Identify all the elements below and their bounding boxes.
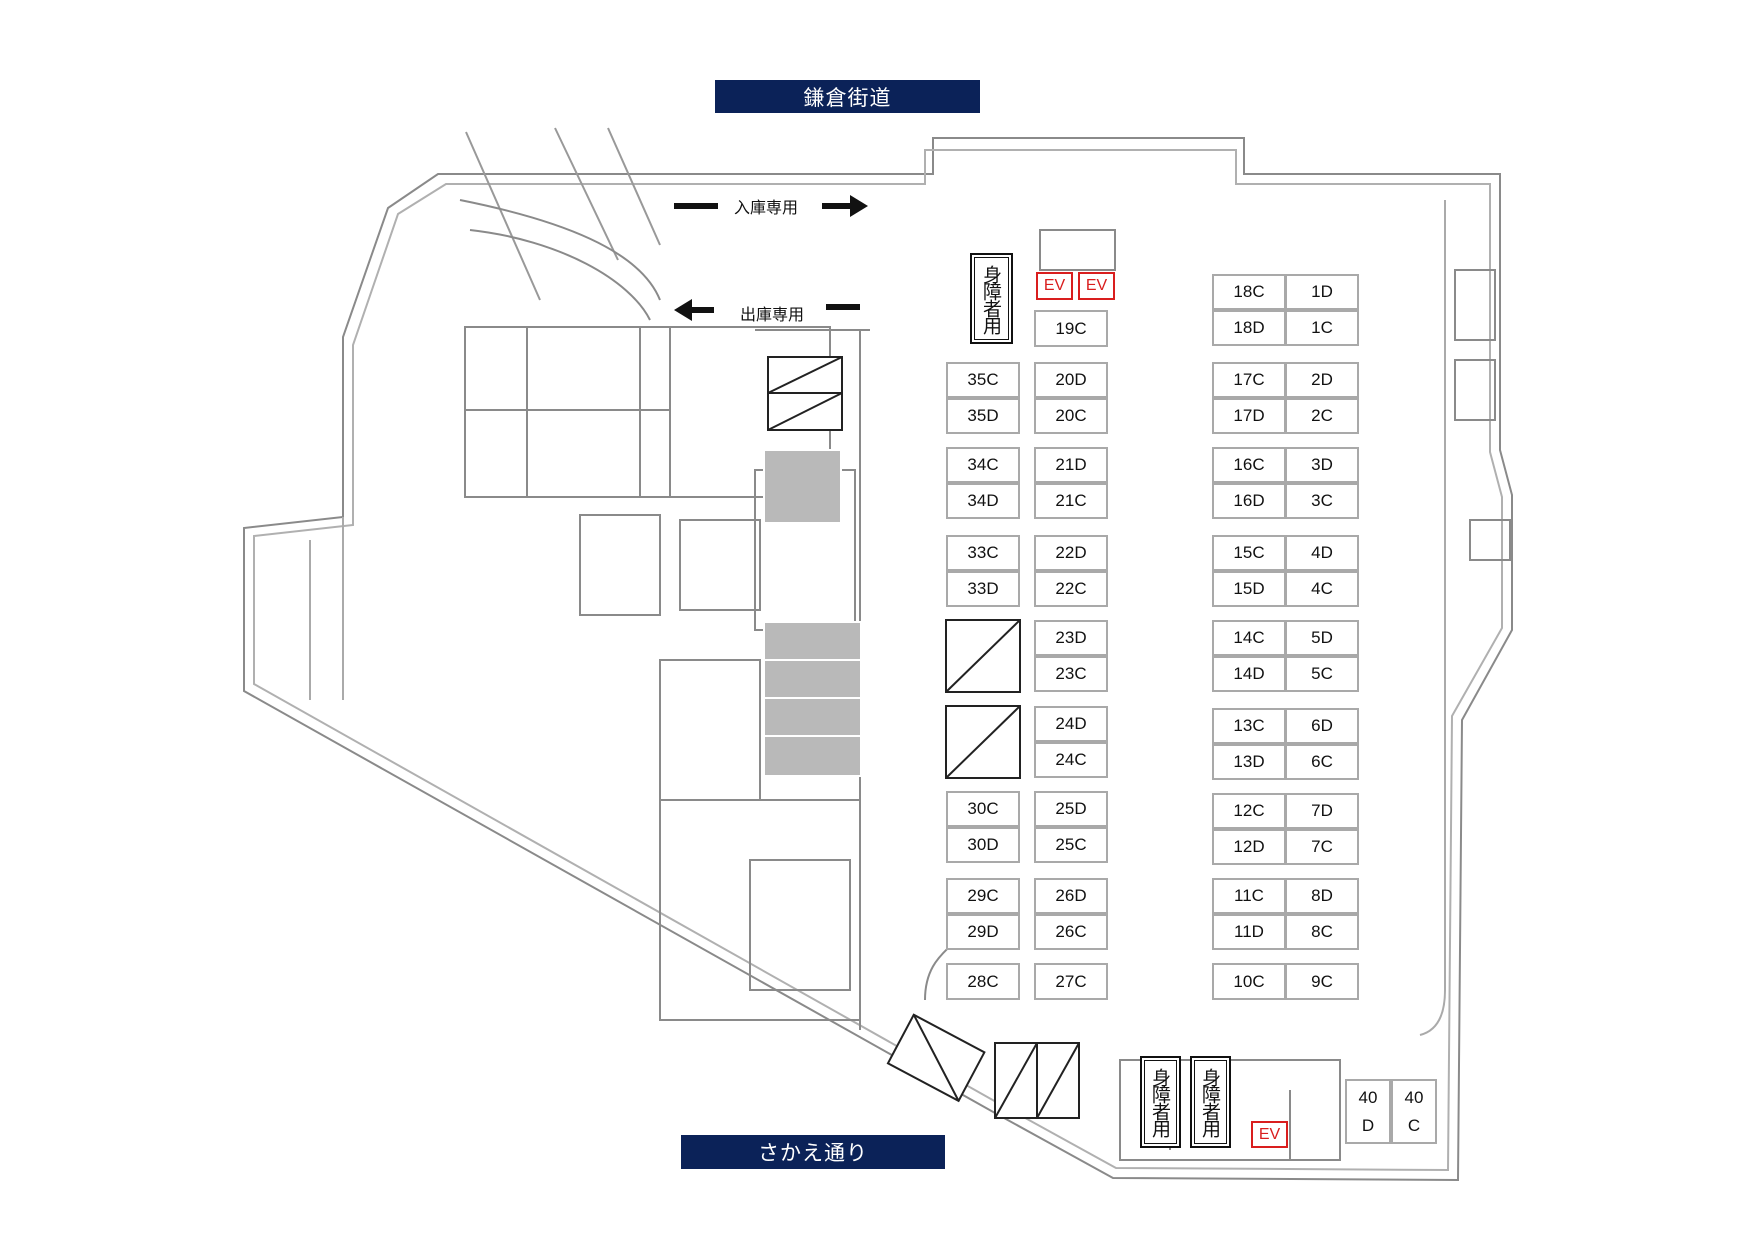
parking-stall[interactable]: 1C [1285,310,1359,346]
parking-stall[interactable]: 16C [1212,447,1286,483]
parking-stall[interactable]: 12C [1212,793,1286,829]
parking-stall[interactable]: 20D [1034,362,1108,398]
arrow-left-icon [674,299,692,321]
parking-stall[interactable]: 10C [1212,963,1286,1000]
parking-stall[interactable]: 14D [1212,656,1286,692]
parking-stall[interactable]: 5D [1285,620,1359,656]
parking-stall[interactable]: 18D [1212,310,1286,346]
parking-stall[interactable]: 7C [1285,829,1359,865]
parking-stall[interactable]: 33C [946,535,1020,571]
parking-stall[interactable]: 26C [1034,914,1108,950]
entry-arrow-shaft [822,203,850,209]
parking-stall[interactable]: 6D [1285,708,1359,744]
parking-stall[interactable]: 35D [946,398,1020,434]
parking-stall[interactable]: 20C [1034,398,1108,434]
parking-stall[interactable]: 24D [1034,706,1108,742]
blocked-stalls [767,356,1080,1119]
parking-stall[interactable]: 24C [1034,742,1108,778]
parking-stall[interactable]: 1D [1285,274,1359,310]
accessible-stall[interactable]: 身障者用 [1190,1056,1231,1148]
parking-stall[interactable]: 25C [1034,827,1108,863]
parking-stall[interactable]: 23D [1034,620,1108,656]
accessible-stall[interactable]: 身障者用 [970,253,1013,344]
parking-stall[interactable]: 12D [1212,829,1286,865]
parking-stall[interactable]: 23C [1034,656,1108,692]
parking-stall[interactable]: 28C [946,963,1020,1000]
accessible-stall[interactable]: 身障者用 [1140,1056,1181,1148]
parking-stall[interactable]: 34D [946,483,1020,519]
arrow-right-icon [850,195,868,217]
parking-stall[interactable]: 6C [1285,744,1359,780]
elevator-marker: EV [1251,1121,1288,1148]
parking-stall[interactable]: 4D [1285,535,1359,571]
parking-stall[interactable]: 11C [1212,878,1286,914]
unavailable-blocks [763,449,862,777]
parking-stall[interactable]: 3C [1285,483,1359,519]
parking-stall[interactable]: 5C [1285,656,1359,692]
parking-stall[interactable]: 30C [946,791,1020,827]
parking-stall[interactable]: 8C [1285,914,1359,950]
parking-stall[interactable]: 8D [1285,878,1359,914]
parking-stall[interactable]: 11D [1212,914,1286,950]
road-banner-north: 鎌倉街道 [715,80,980,113]
entry-arrow-tail [674,203,718,209]
parking-stall[interactable]: 35C [946,362,1020,398]
parking-stall[interactable]: 21C [1034,483,1108,519]
exit-only-label: 出庫専用 [737,301,808,325]
parking-stall[interactable]: 13D [1212,744,1286,780]
parking-stall[interactable]: 34C [946,447,1020,483]
parking-stall[interactable]: 15C [1212,535,1286,571]
parking-stall[interactable]: 13C [1212,708,1286,744]
parking-stall[interactable]: 2D [1285,362,1359,398]
parking-stall[interactable]: 33D [946,571,1020,607]
parking-stall[interactable]: 2C [1285,398,1359,434]
entry-only-label: 入庫専用 [731,194,802,218]
parking-stall[interactable]: 18C [1212,274,1286,310]
parking-stall[interactable]: 19C [1034,310,1108,347]
parking-stall[interactable]: 14C [1212,620,1286,656]
parking-stall[interactable]: 40 C [1391,1079,1437,1144]
parking-stall[interactable]: 29D [946,914,1020,950]
exit-arrow-tail [826,304,860,310]
parking-stall[interactable]: 30D [946,827,1020,863]
elevator-marker: EV [1078,272,1115,300]
elevator-marker: EV [1036,272,1073,300]
parking-stall[interactable]: 26D [1034,878,1108,914]
parking-stall[interactable]: 16D [1212,483,1286,519]
parking-stall[interactable]: 17C [1212,362,1286,398]
exit-arrow-shaft [692,307,714,313]
parking-stall[interactable]: 29C [946,878,1020,914]
parking-stall[interactable]: 22D [1034,535,1108,571]
parking-stall[interactable]: 17D [1212,398,1286,434]
parking-stall[interactable]: 3D [1285,447,1359,483]
parking-stall[interactable]: 15D [1212,571,1286,607]
parking-stall[interactable]: 40 D [1345,1079,1391,1144]
parking-stall[interactable]: 4C [1285,571,1359,607]
parking-stall[interactable]: 27C [1034,963,1108,1000]
parking-stall[interactable]: 21D [1034,447,1108,483]
road-banner-south: さかえ通り [681,1135,945,1169]
parking-stall[interactable]: 9C [1285,963,1359,1000]
parking-stall[interactable]: 7D [1285,793,1359,829]
parking-stall[interactable]: 25D [1034,791,1108,827]
parking-stall[interactable]: 22C [1034,571,1108,607]
